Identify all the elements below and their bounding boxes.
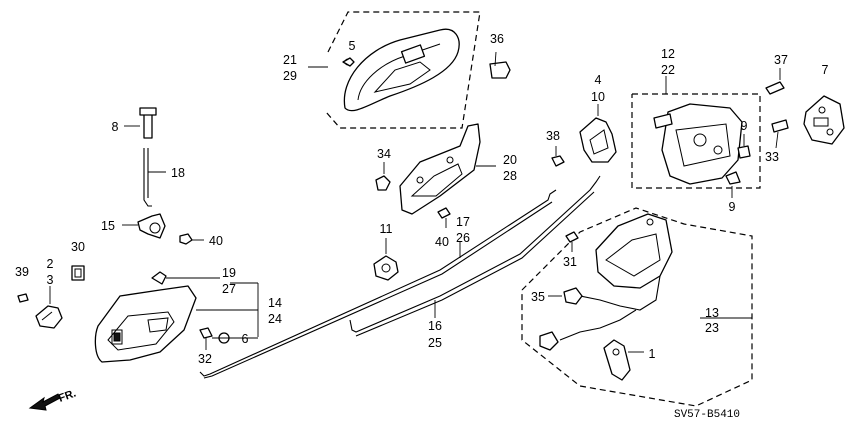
door-latch-group: [631, 76, 761, 198]
callout-15: 15: [101, 219, 115, 233]
cable-clamp-1: [603, 339, 631, 381]
callout-37: 37: [774, 53, 788, 67]
bolt-8: [143, 113, 153, 139]
callout-23: 23: [705, 321, 719, 335]
clip-19-27: [151, 271, 167, 285]
clip-2-3: [35, 286, 63, 329]
callout-24: 24: [268, 312, 282, 326]
callout-27: 27: [222, 282, 236, 296]
inside-handle-group: [94, 271, 259, 363]
screw-31: [565, 231, 579, 243]
actuator-group: [521, 207, 753, 407]
callout-9-upper: 9: [741, 119, 748, 133]
callout-34: 34: [377, 147, 391, 161]
inside-door-handle: [94, 285, 197, 363]
clip-9-upper: [737, 145, 751, 159]
striker-group: [765, 68, 845, 149]
screw-33: [771, 119, 789, 133]
callout-33: 33: [765, 150, 779, 164]
front-label: FR.: [57, 387, 78, 404]
clip-30: [71, 265, 85, 281]
rod-16-25: [349, 175, 601, 333]
actuator-bracket-4-10: [579, 104, 617, 163]
callout-12: 12: [661, 47, 675, 61]
callout-9-lower: 9: [729, 200, 736, 214]
callout-2: 2: [47, 257, 54, 271]
arrow-icon: [28, 393, 61, 411]
screw-37: [765, 81, 785, 95]
callout-21: 21: [283, 53, 297, 67]
nut-34: [375, 162, 391, 191]
handle-bolt: [342, 57, 355, 67]
rod-clip-11: [373, 238, 399, 281]
callout-38: 38: [546, 129, 560, 143]
callout-17: 17: [456, 215, 470, 229]
handle-bracket-20-28: [399, 123, 496, 215]
screw-40-center: [437, 207, 451, 228]
rubber-grommet-36: [489, 61, 511, 79]
callout-28: 28: [503, 169, 517, 183]
callout-40-center: 40: [435, 235, 449, 249]
callout-32: 32: [198, 352, 212, 366]
callout-10: 10: [591, 90, 605, 104]
callout-25: 25: [428, 336, 442, 350]
callout-31: 31: [563, 255, 577, 269]
rod-17-26: [199, 189, 557, 377]
callout-5: 5: [349, 39, 356, 53]
callout-16: 16: [428, 319, 442, 333]
diagram-code: SV57-B5410: [674, 409, 740, 421]
cable-clip-35: [563, 287, 583, 305]
door-lock-actuator: [595, 213, 673, 289]
callout-14: 14: [268, 296, 282, 310]
rod-18: [143, 148, 152, 207]
long-rods: [199, 175, 601, 379]
callout-13: 13: [705, 306, 719, 320]
bellcrank-15: [122, 213, 166, 239]
callout-6: 6: [242, 332, 249, 346]
door-latch-12-22: [661, 103, 743, 185]
outside-door-handle: [343, 28, 460, 112]
callout-19: 19: [222, 266, 236, 280]
callout-18: 18: [171, 166, 185, 180]
callout-20: 20: [503, 153, 517, 167]
screw-38: [551, 146, 565, 167]
callout-4: 4: [595, 73, 602, 87]
bolt-and-rod-group: [124, 107, 166, 207]
callout-7: 7: [822, 63, 829, 77]
cable-end: [539, 331, 559, 351]
callout-40-left: 40: [209, 234, 223, 248]
clip-9-lower: [725, 171, 741, 185]
callout-35: 35: [531, 290, 545, 304]
screw-32: [199, 327, 213, 339]
callout-30: 30: [71, 240, 85, 254]
striker-7: [803, 95, 845, 145]
callout-26: 26: [456, 231, 470, 245]
callout-3: 3: [47, 273, 54, 287]
callout-29: 29: [283, 69, 297, 83]
screw-39: [17, 293, 29, 303]
callout-36: 36: [490, 32, 504, 46]
callout-labels: 1 2 3 4 5 6 7 8 9 9 10 11 12 13 14 15 16…: [15, 32, 828, 366]
callout-22: 22: [661, 63, 675, 77]
front-direction-arrow: FR.: [28, 387, 78, 411]
callout-1: 1: [649, 347, 656, 361]
outside-handle-group: [308, 11, 511, 129]
callout-11: 11: [380, 222, 393, 236]
callout-8: 8: [112, 120, 119, 134]
callout-39: 39: [15, 265, 29, 279]
screw-40-left: [179, 233, 204, 245]
